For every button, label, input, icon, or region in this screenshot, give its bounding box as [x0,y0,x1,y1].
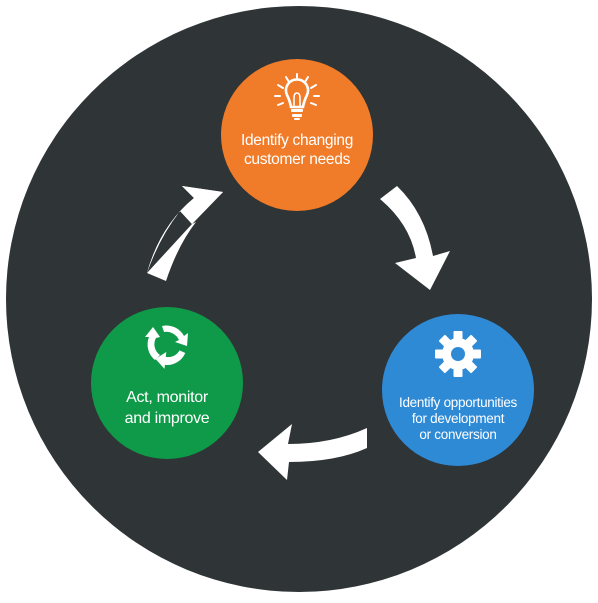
step-3-label-line-1: Act, monitor [126,389,208,406]
step-2-label-line-2: for development [411,411,505,427]
step-2-label-line-3: or conversion [419,427,497,443]
step-2-label-line-1: Identify opportunities [399,395,517,410]
step-2-label: Identify opportunities for development o… [399,395,517,444]
step-3-label: Act, monitor and improve [125,388,210,430]
arrow-top-to-right [380,186,450,290]
lightbulb-icon [274,73,320,120]
step-1-label-line-2: customer needs [243,151,351,169]
arrow-left-to-top [147,186,223,281]
step-3-node [91,307,243,459]
step-3-label-line-2: and improve [124,409,210,427]
arrow-right-to-left [258,424,367,480]
step-1-label: Identify changing customer needs [241,131,353,170]
step-2-node [382,314,534,466]
recycle-arrows-icon [145,325,188,369]
step-1-label-line-1: Identify changing [240,132,354,149]
step-1-node [221,59,373,211]
gear-icon [435,331,481,377]
